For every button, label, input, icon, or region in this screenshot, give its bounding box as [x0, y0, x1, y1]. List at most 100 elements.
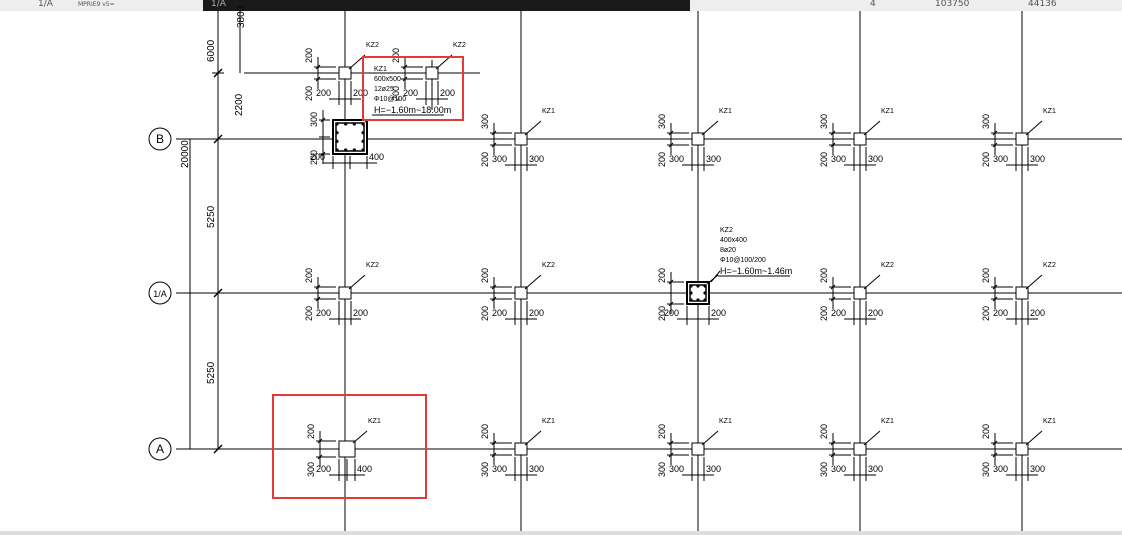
coordinate-y: 44136: [1028, 0, 1057, 9]
col-dim-text: 200: [353, 88, 368, 98]
column-count: 4: [870, 0, 876, 9]
col-dim-text: 300: [657, 114, 667, 129]
callout-name: KZ2: [720, 227, 733, 234]
col-dim-text: 200: [831, 308, 846, 318]
rebar-dot: [689, 298, 693, 302]
callout-stirrup: Φ10@100: [374, 96, 406, 103]
column-label: KZ1: [719, 418, 732, 425]
axis-label: 1/A: [153, 289, 167, 299]
leader-line: [1025, 274, 1043, 290]
column-label: KZ2: [1043, 262, 1056, 269]
col-dim-text: 400: [357, 464, 372, 474]
dim-slash: [213, 68, 223, 78]
col-dim-slash: [320, 151, 326, 157]
column-label: KZ1: [542, 418, 555, 425]
cad-toolbar-strip: 1/A MPRIE9 v5= 1/A 4 103750 44136: [0, 0, 1122, 11]
leader-line: [348, 274, 366, 290]
col-dim-slash: [491, 452, 497, 458]
column-label: KZ2: [366, 42, 379, 49]
leader-line: [1025, 430, 1043, 446]
col-dim-text: 200: [480, 268, 490, 283]
col-dim-text: 300: [981, 114, 991, 129]
column-section: [691, 442, 705, 456]
rebar-dot: [344, 122, 348, 126]
dim-text-2200: 2200: [234, 93, 245, 116]
col-dim-slash: [320, 117, 326, 123]
col-dim-text: 200: [310, 152, 325, 162]
column-section: [514, 286, 528, 300]
column-section: [338, 66, 352, 80]
rebar-dot: [703, 298, 707, 302]
col-dim-text: 400: [369, 152, 384, 162]
toolbar-small-text: MPRIE9 v5=: [78, 1, 115, 8]
col-dim-text: 300: [309, 112, 319, 127]
column-section: [514, 132, 528, 146]
dim-slash: [213, 134, 223, 144]
col-dim-text: 300: [831, 464, 846, 474]
tab-label[interactable]: 1/A: [38, 0, 53, 9]
col-dim-text: 200: [993, 308, 1008, 318]
column-label: KZ2: [542, 262, 555, 269]
coordinate-x: 103750: [935, 0, 970, 9]
column-section: [1015, 442, 1029, 456]
col-dim-slash: [491, 296, 497, 302]
col-dim-slash: [315, 64, 321, 70]
col-dim-slash: [317, 438, 323, 444]
leader-line: [352, 430, 368, 444]
col-dim-text: 200: [981, 268, 991, 283]
rebar-dot: [703, 291, 707, 295]
rebar-dot: [335, 139, 339, 143]
col-dim-slash: [830, 130, 836, 136]
col-dim-slash: [668, 452, 674, 458]
col-dim-slash: [830, 284, 836, 290]
col-dim-text: 200: [657, 306, 667, 321]
col-dim-slash: [491, 440, 497, 446]
col-dim-text: 200: [391, 86, 401, 101]
col-dim-text: 300: [306, 462, 316, 477]
dim-slash: [213, 444, 223, 454]
callout-leader: [710, 270, 721, 283]
col-dim-text: 200: [657, 152, 667, 167]
col-dim-text: 200: [304, 86, 314, 101]
col-dim-slash: [992, 440, 998, 446]
leader-line: [524, 120, 542, 136]
highlight-boxes: [272, 56, 464, 499]
axis-bubbles: B1/AA: [148, 127, 172, 461]
col-dim-text: 300: [669, 154, 684, 164]
col-dim-text: 300: [706, 464, 721, 474]
axis-bubble: [148, 437, 172, 461]
rebar-dot: [352, 122, 356, 126]
column-section: [425, 66, 439, 80]
callout-size: 400x400: [720, 237, 747, 244]
dark-panel: 1/A: [203, 0, 690, 11]
col-dim-text: 200: [868, 308, 883, 318]
col-dim-text: 300: [492, 464, 507, 474]
col-dim-text: 300: [868, 464, 883, 474]
col-dim-text: 200: [981, 424, 991, 439]
dim-text-5250: 5250: [206, 205, 217, 228]
col-dim-slash: [992, 296, 998, 302]
col-dim-text: 200: [981, 152, 991, 167]
callouts: KZ1600x50012ø25Φ10@100H=−1.60m~18.00mKZ2…: [372, 66, 792, 283]
col-dim-slash: [668, 142, 674, 148]
callout-stirrup: Φ10@100/200: [720, 257, 766, 264]
col-dim-text: 200: [981, 306, 991, 321]
col-dim-text: 300: [529, 464, 544, 474]
col-dim-text: 300: [819, 114, 829, 129]
highlight-box-kz1-callout: [362, 56, 464, 121]
column-section: [514, 442, 528, 456]
column-section: [691, 132, 705, 146]
col-dim-slash: [491, 284, 497, 290]
col-dim-slash: [830, 142, 836, 148]
column-label: KZ2: [366, 262, 379, 269]
callout-size: 600x500: [374, 76, 401, 83]
rebar-dot: [703, 284, 707, 288]
col-dim-text: 300: [706, 154, 721, 164]
